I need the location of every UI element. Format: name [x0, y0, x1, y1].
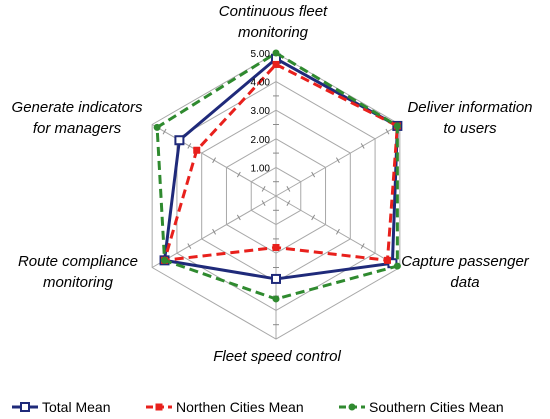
legend-marker	[155, 403, 163, 411]
spoke-minor-tick	[286, 200, 291, 206]
data-point	[393, 122, 401, 130]
legend-marker	[20, 402, 30, 412]
legend-item: Total Mean	[12, 399, 110, 415]
legend-label: Total Mean	[42, 399, 110, 415]
spoke-minor-tick	[360, 243, 365, 249]
legend-item: Southern Cities Mean	[339, 399, 504, 415]
spoke-minor-tick	[187, 143, 192, 149]
category-label: Deliver information	[407, 99, 532, 116]
category-label: Generate indicators	[12, 99, 143, 116]
legend-marker	[348, 403, 356, 411]
data-point	[272, 60, 280, 68]
spoke-minor-tick	[335, 228, 340, 235]
spoke-minor-tick	[286, 186, 291, 192]
category-label: Fleet speed control	[213, 348, 341, 365]
spoke-minor-tick	[212, 228, 217, 235]
legend-label: Southern Cities Mean	[369, 399, 504, 415]
data-point	[272, 243, 280, 251]
category-label: Continuous fleet	[219, 3, 328, 20]
data-point	[383, 256, 391, 264]
spoke-minor-tick	[236, 171, 241, 178]
category-label: to users	[443, 120, 497, 137]
legend-item: Northen Cities Mean	[146, 399, 304, 415]
data-point	[272, 49, 280, 57]
category-label: monitoring	[43, 274, 114, 291]
spoke-minor-tick	[187, 243, 192, 249]
radial-tick-labels: 1.00 2.00 3.00 4.00 5.00	[251, 49, 271, 174]
category-label: Route compliance	[18, 253, 138, 270]
category-label: monitoring	[238, 24, 309, 41]
spoke-minor-tick	[360, 143, 365, 149]
spoke-minor-tick	[311, 214, 316, 221]
data-point	[193, 146, 201, 154]
data-point	[161, 256, 169, 264]
spoke-minor-tick	[162, 128, 167, 135]
series-total-mean	[159, 53, 403, 284]
data-point	[393, 262, 401, 270]
category-label: data	[450, 274, 479, 291]
spoke-minor-tick	[212, 157, 217, 164]
tick-label: 4.00	[251, 78, 271, 89]
tick-label: 1.00	[251, 163, 271, 174]
spoke-minor-tick	[261, 200, 266, 206]
series-northen-cities-mean	[161, 60, 401, 264]
series-southern-cities-mean	[153, 49, 401, 303]
legend-label: Northen Cities Mean	[176, 399, 304, 415]
data-point	[174, 135, 185, 146]
tick-label: 5.00	[251, 49, 271, 60]
spoke-minor-tick	[236, 214, 241, 221]
tick-label: 2.00	[251, 135, 271, 146]
tick-label: 3.00	[251, 106, 271, 117]
data-point	[272, 295, 280, 303]
series-layer	[153, 49, 403, 303]
data-point	[271, 273, 281, 284]
data-point	[153, 123, 161, 131]
legend: Total Mean Northen Cities Mean Southern Ci…	[12, 399, 504, 415]
spoke-minor-tick	[335, 157, 340, 164]
spoke-minor-tick	[261, 186, 266, 192]
spoke-minor-tick	[385, 128, 390, 135]
series-line	[163, 62, 399, 262]
spoke-minor-tick	[311, 171, 316, 178]
category-label: Capture passenger	[401, 253, 530, 270]
category-label: for managers	[33, 120, 122, 137]
